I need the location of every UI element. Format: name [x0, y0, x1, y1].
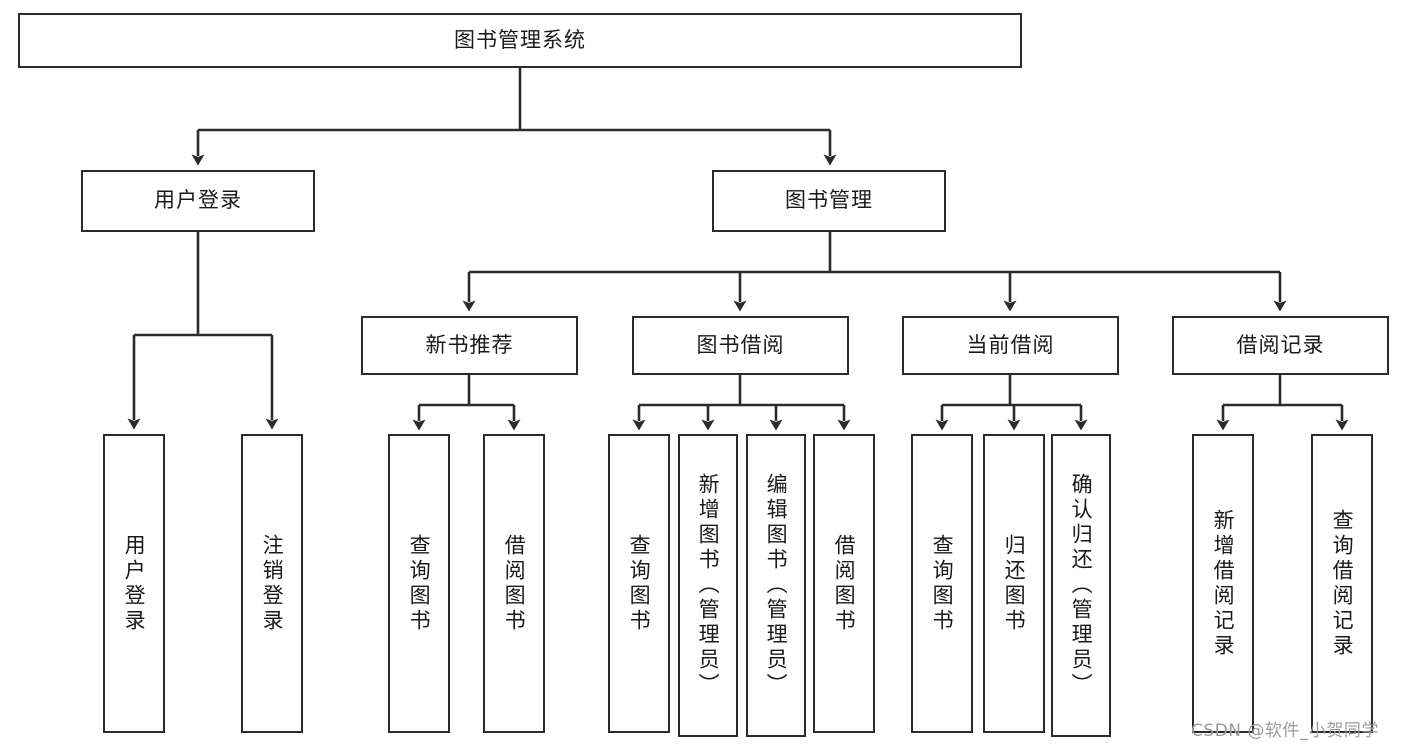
node-user-login[interactable]: 用户登录 [81, 170, 315, 232]
node-label: 用户登录 [154, 188, 242, 213]
node-user-logout-action[interactable]: 注销登录 [241, 434, 303, 733]
node-query-book-current[interactable]: 查询图书 [911, 434, 973, 733]
node-label: 归还图书 [1002, 533, 1027, 634]
node-label: 编辑图书（管理员） [764, 473, 789, 698]
watermark-credit: CSDN @软件_小贺同学 [1191, 721, 1379, 741]
node-label: 图书借阅 [696, 332, 785, 357]
node-label: 新书推荐 [425, 332, 514, 357]
node-current-borrowing[interactable]: 当前借阅 [902, 316, 1119, 375]
node-add-borrow-record[interactable]: 新增借阅记录 [1192, 434, 1254, 733]
node-label: 当前借阅 [966, 332, 1055, 357]
node-label: 用户登录 [122, 533, 147, 634]
node-label: 查询图书 [627, 533, 652, 634]
node-label: 借阅记录 [1236, 332, 1325, 357]
node-label: 查询借阅记录 [1330, 508, 1355, 659]
node-borrow-book[interactable]: 借阅图书 [813, 434, 875, 733]
node-return-book[interactable]: 归还图书 [983, 434, 1045, 733]
node-borrowing-records[interactable]: 借阅记录 [1172, 316, 1389, 375]
node-new-book-recommendation[interactable]: 新书推荐 [361, 316, 578, 375]
node-borrow-book-rec[interactable]: 借阅图书 [483, 434, 545, 733]
node-book-borrowing[interactable]: 图书借阅 [632, 316, 849, 375]
node-confirm-return-admin[interactable]: 确认归还（管理员） [1051, 434, 1111, 737]
node-add-book-admin[interactable]: 新增图书（管理员） [678, 434, 738, 737]
node-query-borrow-record[interactable]: 查询借阅记录 [1311, 434, 1373, 733]
node-label: 查询图书 [407, 533, 432, 634]
node-root-system[interactable]: 图书管理系统 [18, 13, 1022, 68]
node-label: 查询图书 [930, 533, 955, 634]
node-label: 图书管理系统 [454, 27, 586, 52]
node-label: 新增借阅记录 [1211, 508, 1236, 659]
node-query-book-rec[interactable]: 查询图书 [388, 434, 450, 733]
node-label: 借阅图书 [832, 533, 857, 634]
node-label: 新增图书（管理员） [696, 473, 721, 698]
node-query-book-borrow[interactable]: 查询图书 [608, 434, 670, 733]
node-label: 借阅图书 [502, 533, 527, 634]
node-user-login-action[interactable]: 用户登录 [103, 434, 165, 733]
node-label: 注销登录 [260, 533, 285, 634]
node-label: 确认归还（管理员） [1069, 473, 1094, 698]
node-book-management[interactable]: 图书管理 [712, 170, 946, 232]
node-edit-book-admin[interactable]: 编辑图书（管理员） [746, 434, 806, 737]
node-label: 图书管理 [785, 188, 873, 213]
